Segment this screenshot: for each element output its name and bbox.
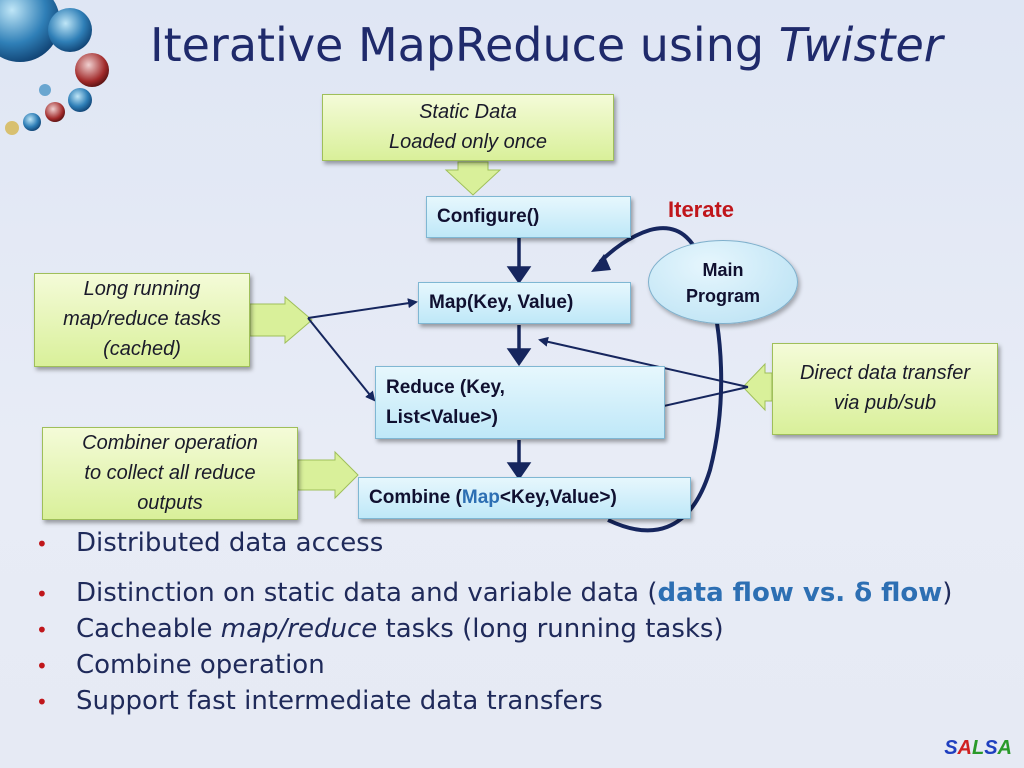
salsa-l: L (971, 737, 985, 759)
direct-transfer-fat-arrow (742, 362, 773, 412)
bullet-item: Support fast intermediate data transfers (36, 686, 952, 716)
bullet-2-pre: Distinction on static data and variable … (76, 578, 658, 608)
combine-suffix: <Key,Value>) (499, 487, 617, 508)
title-main: Iterative MapReduce using (150, 18, 779, 72)
combiner-line1: Combiner operation (82, 432, 258, 454)
salsa-s1: S (944, 737, 958, 759)
direct-transfer-note: Direct data transfer via pub/sub (772, 343, 998, 435)
globe-logo-art (0, 0, 109, 135)
combiner-line2: to collect all reduce (84, 462, 256, 484)
map-label: Map(Key, Value) (429, 292, 574, 313)
bullet-4: Combine operation (76, 650, 325, 680)
combine-map-keyword: Map (461, 487, 500, 508)
direct-transfer-line2: via pub/sub (833, 392, 937, 414)
bullet-1: Distributed data access (76, 528, 384, 558)
main-program-line1: Main (702, 260, 744, 280)
map-box: Map(Key, Value) (418, 282, 631, 324)
bullet-item: Distributed data access (36, 528, 952, 558)
pubsub-to-map-reduce-arrow (538, 336, 749, 388)
bullet-2-post: ) (942, 578, 953, 608)
configure-box: Configure() (426, 196, 631, 238)
static-data-line1: Static Data (419, 101, 517, 123)
bullet-2-highlight: data flow vs. δ flow (657, 578, 943, 608)
bullet-list: Distributed data access Distinction on s… (36, 528, 952, 716)
long-running-note: Long running map/reduce tasks (cached) (34, 273, 250, 367)
static-data-note: Static Data Loaded only once (322, 94, 614, 161)
title-emphasis: Twister (778, 18, 943, 72)
combine-prefix: Combine ( (369, 487, 462, 508)
configure-label: Configure() (437, 206, 540, 227)
combiner-fat-arrow (297, 450, 359, 500)
reduce-label-line1: Reduce (Key, (386, 377, 505, 398)
salsa-a2: A (997, 737, 1012, 759)
bullet-item: Distinction on static data and variable … (36, 578, 952, 608)
iterate-label: Iterate (668, 197, 735, 222)
direct-transfer-line1: Direct data transfer (799, 362, 971, 384)
salsa-s2: S (984, 737, 998, 759)
bullet-3-post: tasks (long running tasks) (377, 614, 724, 644)
cached-to-reduce-arrow (307, 317, 376, 402)
reduce-label-line2: List<Value>) (386, 407, 498, 428)
cached-to-map-arrow (307, 298, 418, 319)
long-running-fat-arrow (249, 295, 313, 345)
static-data-line2: Loaded only once (389, 131, 547, 153)
long-running-line2: map/reduce tasks (63, 308, 221, 330)
combiner-note: Combiner operation to collect all reduce… (42, 427, 298, 520)
slide-title: Iterative MapReduce using Twister (150, 18, 943, 72)
combine-box: Combine (Map<Key,Value>) (358, 477, 691, 519)
salsa-logo: SALSA (944, 737, 1012, 760)
bullet-3-pre: Cacheable (76, 614, 221, 644)
reduce-box: Reduce (Key, List<Value>) (375, 366, 665, 439)
static-data-fat-arrow (444, 161, 502, 196)
salsa-a1: A (957, 737, 972, 759)
long-running-line1: Long running (83, 278, 201, 300)
bullet-item: Combine operation (36, 650, 952, 680)
combiner-line3: outputs (137, 492, 203, 514)
main-program-line2: Program (685, 286, 761, 306)
bullet-3-emphasis: map/reduce (220, 614, 378, 644)
long-running-line3: (cached) (103, 338, 181, 360)
bullet-5: Support fast intermediate data transfers (76, 686, 603, 716)
bullet-item: Cacheable map/reduce tasks (long running… (36, 614, 952, 644)
main-program-ellipse: Main Program (648, 240, 798, 324)
